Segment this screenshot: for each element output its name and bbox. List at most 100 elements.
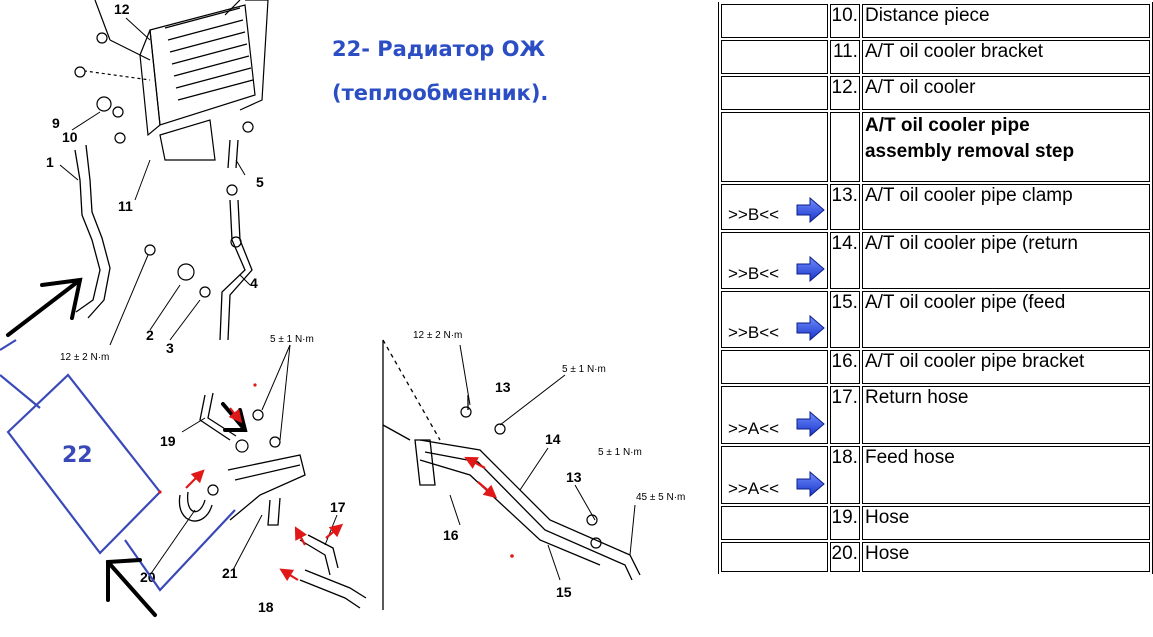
item-number: [829, 112, 860, 182]
label-2: 2: [146, 327, 154, 343]
parts-table-row: 16.A/T oil cooler pipe bracket: [721, 350, 1150, 384]
reference-cell: >>A<<: [721, 446, 828, 504]
blue-right-arrow-icon[interactable]: [795, 314, 825, 342]
label-16: 16: [443, 527, 459, 543]
label-14: 14: [545, 431, 561, 447]
reference-cell: [721, 350, 828, 384]
label-11: 11: [118, 198, 133, 214]
item-description: A/T oil cooler pipe clamp: [861, 184, 1150, 230]
annotation-line-1: 22- Радиатор ОЖ: [332, 37, 545, 61]
highlight-box-22: [0, 339, 236, 592]
label-10: 10: [62, 129, 78, 145]
item-number: 16.: [829, 350, 860, 384]
hose-drawings: [74, 139, 367, 609]
box-label-22: 22: [62, 443, 93, 468]
torque-45: 45 ± 5 N·m: [636, 492, 685, 503]
parts-table-row: 12.A/T oil cooler: [721, 76, 1150, 110]
label-15: 15: [556, 584, 572, 600]
label-19: 19: [160, 433, 176, 449]
parts-table-row: >>B<<14.A/T oil cooler pipe (return: [721, 232, 1150, 289]
reference-cell: [721, 112, 828, 182]
parts-table-row: >>A<< 18.Feed hose: [721, 446, 1150, 504]
parts-table-row: >>B<< 13.A/T oil cooler pipe clamp: [721, 184, 1150, 230]
parts-table-row: 10.Distance piece: [721, 4, 1150, 38]
item-number: 11.: [829, 40, 860, 74]
item-description: Return hose: [861, 386, 1150, 444]
item-number: 17.: [829, 386, 860, 444]
blue-right-arrow-icon[interactable]: [795, 196, 825, 224]
annotation-line-2: (теплообменник).: [332, 81, 548, 105]
item-number: 12.: [829, 76, 860, 110]
reference-label: >>B<<: [728, 323, 780, 342]
label-21: 21: [222, 565, 238, 581]
red-dots: [158, 383, 514, 558]
label-9: 9: [52, 115, 60, 131]
step-heading-line-1: A/T oil cooler pipe: [864, 115, 1030, 136]
leader-lines: [59, 17, 636, 581]
parts-table-row: >>B<< 15.A/T oil cooler pipe (feed: [721, 291, 1150, 348]
label-1: 1: [46, 154, 54, 170]
exploded-diagram: 12 9 10 1 11 5 4 2 3 19 17 16 13 14 13 1…: [0, 0, 685, 617]
label-20: 20: [140, 569, 156, 585]
item-description: A/T oil cooler pipe bracket: [861, 350, 1150, 384]
reference-cell: [721, 542, 828, 572]
item-number: 20.: [829, 542, 860, 572]
oil-cooler-drawing: [77, 0, 269, 161]
item-number: 19.: [829, 506, 860, 540]
step-heading-line-2: assembly removal step: [864, 141, 1075, 162]
reference-label: >>B<<: [728, 205, 780, 224]
torque-5-upper: 5 ± 1 N·m: [562, 364, 606, 375]
label-12: 12: [114, 1, 130, 17]
item-number: 15.: [829, 291, 860, 348]
item-number: 10.: [829, 4, 860, 38]
torque-5-left: 5 ± 1 N·m: [270, 334, 314, 345]
blue-right-arrow-icon[interactable]: [795, 255, 825, 283]
label-18: 18: [258, 599, 274, 615]
pipe-assembly-drawing: [382, 339, 641, 610]
parts-table-row: >>A<< 17.Return hose: [721, 386, 1150, 444]
reference-cell: [721, 76, 828, 110]
parts-table-row: 19.Hose: [721, 506, 1150, 540]
label-5: 5: [256, 174, 264, 190]
label-13b: 13: [566, 469, 582, 485]
item-description: A/T oil cooler pipe (feed: [861, 291, 1150, 348]
reference-cell: >>B<<: [721, 184, 828, 230]
parts-table-row: 20.Hose: [721, 542, 1150, 572]
blue-right-arrow-icon[interactable]: [795, 470, 825, 498]
label-4: 4: [250, 275, 258, 291]
item-description: A/T oil cooler pipe (return: [861, 232, 1150, 289]
reference-cell: [721, 506, 828, 540]
label-13a: 13: [495, 379, 511, 395]
parts-table-row: A/T oil cooler pipe assembly removal step: [721, 112, 1150, 182]
reference-cell: [721, 4, 828, 38]
reference-cell: [721, 40, 828, 74]
reference-cell: >>B<<: [721, 291, 828, 348]
red-arrows: [185, 407, 498, 582]
reference-label: >>A<<: [728, 419, 780, 438]
label-3: 3: [166, 340, 174, 356]
item-description: A/T oil cooler pipe assembly removal step: [861, 112, 1150, 182]
label-17: 17: [330, 499, 346, 515]
torque-12-left: 12 ± 2 N·m: [60, 352, 109, 363]
parts-table-row: 11.A/T oil cooler bracket: [721, 40, 1150, 74]
fasteners: [74, 32, 602, 549]
item-description: Feed hose: [861, 446, 1150, 504]
item-number: 13.: [829, 184, 860, 230]
item-number: 18.: [829, 446, 860, 504]
torque-12-right: 12 ± 2 N·m: [413, 330, 462, 341]
black-arrows: [6, 277, 248, 617]
reference-cell: >>B<<: [721, 232, 828, 289]
item-description: Distance piece: [861, 4, 1150, 38]
item-description: Hose: [861, 542, 1150, 572]
reference-label: >>A<<: [728, 479, 780, 498]
item-description: A/T oil cooler bracket: [861, 40, 1150, 74]
torque-5-lower: 5 ± 1 N·m: [598, 447, 642, 458]
diagram-canvas: 12 9 10 1 11 5 4 2 3 19 17 16 13 14 13 1…: [0, 0, 685, 617]
reference-cell: >>A<<: [721, 386, 828, 444]
blue-right-arrow-icon[interactable]: [795, 410, 825, 438]
item-description: Hose: [861, 506, 1150, 540]
reference-label: >>B<<: [728, 264, 780, 283]
item-description: A/T oil cooler: [861, 76, 1150, 110]
